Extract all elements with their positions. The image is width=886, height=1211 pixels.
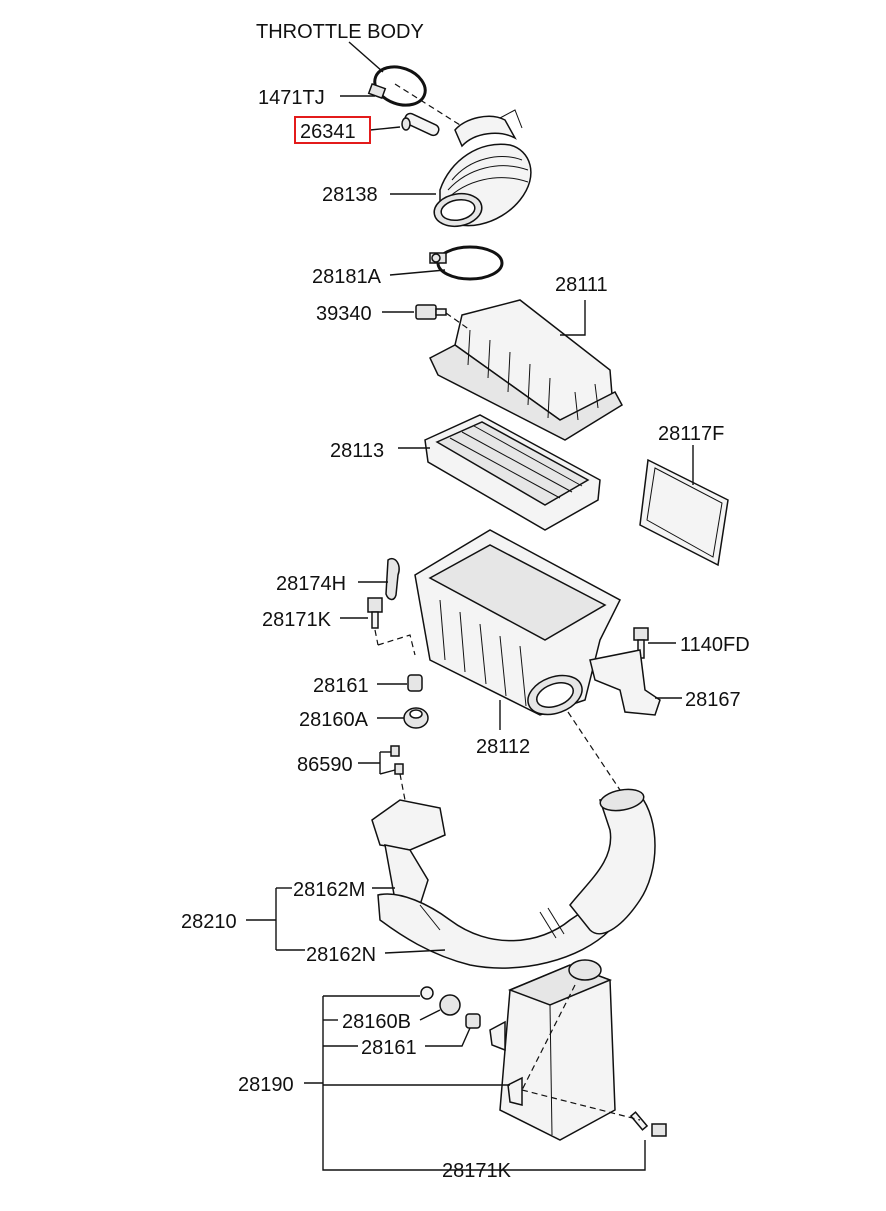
label-28117f[interactable]: 28117F (658, 423, 724, 445)
bracket-28174h[interactable] (385, 558, 400, 601)
clamp-1471tj[interactable] (367, 60, 431, 112)
intake-hose-28138[interactable] (432, 109, 532, 230)
label-28160a[interactable]: 28160A (299, 709, 369, 731)
label-28190[interactable]: 28190 (238, 1074, 294, 1096)
bolt-1140fd[interactable] (633, 627, 649, 659)
label-28113[interactable]: 28113 (330, 440, 384, 462)
insulator-28160b[interactable] (420, 986, 461, 1016)
label-86590[interactable]: 86590 (297, 754, 353, 776)
insulator-28160a[interactable] (403, 707, 429, 729)
label-1471tj[interactable]: 1471TJ (258, 87, 325, 109)
intake-duct-28210[interactable] (371, 786, 656, 969)
label-28162n[interactable]: 28162N (306, 944, 376, 966)
air-cleaner-cover-28111[interactable] (429, 299, 623, 441)
air-cleaner-body-28112[interactable] (414, 529, 621, 721)
sensor-39340[interactable] (415, 304, 447, 320)
label-39340[interactable]: 39340 (316, 303, 372, 325)
label-28111[interactable]: 28111 (555, 274, 608, 296)
label-28181a[interactable]: 28181A (312, 266, 382, 288)
clamp-28181a[interactable] (429, 245, 504, 281)
label-28112[interactable]: 28112 (476, 736, 530, 758)
highlight-box-26341 (294, 116, 371, 144)
label-28171k-bottom[interactable]: 28171K (442, 1160, 512, 1182)
label-28210[interactable]: 28210 (181, 911, 237, 933)
bolt-28171k-top[interactable] (367, 597, 383, 629)
grommet-28161-bottom[interactable] (465, 1013, 481, 1029)
label-throttle-body: THROTTLE BODY (256, 21, 424, 43)
label-28162m[interactable]: 28162M (293, 879, 365, 901)
label-28171k-top[interactable]: 28171K (262, 609, 332, 631)
label-28174h[interactable]: 28174H (276, 573, 346, 595)
label-28161-bottom[interactable]: 28161 (361, 1037, 417, 1059)
screws-86590[interactable] (390, 745, 404, 775)
label-1140fd[interactable]: 1140FD (680, 634, 750, 656)
hose-26341[interactable] (401, 112, 440, 137)
label-28167[interactable]: 28167 (685, 689, 741, 711)
bracket-28167[interactable] (589, 649, 661, 716)
bolt-28171k-bottom[interactable] (629, 1111, 667, 1137)
label-26341[interactable]: 26341 (300, 121, 356, 143)
filter-element-28113[interactable] (424, 414, 601, 531)
resonator-28190[interactable] (489, 959, 616, 1141)
label-28160b[interactable]: 28160B (342, 1011, 411, 1033)
leader-lines (246, 41, 694, 1171)
label-28161-top[interactable]: 28161 (313, 675, 369, 697)
gasket-28117f[interactable] (639, 458, 729, 567)
label-28138[interactable]: 28138 (322, 184, 378, 206)
part-labels: THROTTLE BODY 1471TJ 26341 28138 28181A … (181, 21, 750, 1182)
grommet-28161-top[interactable] (407, 674, 423, 692)
